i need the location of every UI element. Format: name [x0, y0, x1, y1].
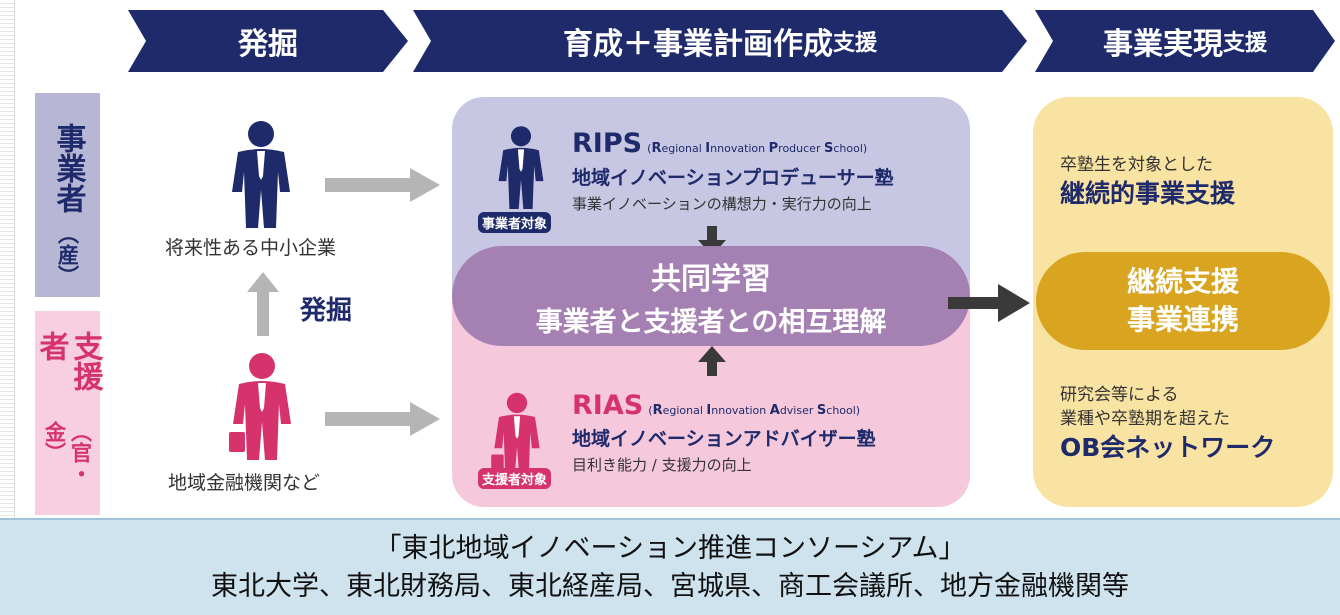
rips-japanese-name: 地域イノベーションプロデューサー塾: [572, 167, 894, 189]
rips-description: 事業イノベーションの構想力・実行力の向上: [572, 195, 872, 213]
right-bottom-heading: OB会ネットワーク: [1060, 433, 1276, 462]
side-label-support: 支援者 （官・金）: [33, 311, 103, 515]
rias-english: (Regional Innovation Adviser School): [648, 403, 861, 418]
rias-title: RIAS (Regional Innovation Adviser School…: [572, 390, 860, 421]
header-step-realization-suffix: 支援: [1222, 31, 1267, 56]
person-suit-bag-icon: [491, 392, 540, 477]
rias-description: 目利き能力 / 支援力の向上: [572, 456, 752, 474]
person-suit-icon: [232, 121, 290, 228]
header-step-training-suffix: 支援: [832, 31, 877, 56]
side-label-business-sub: （産）: [55, 223, 80, 286]
header-step-realization-label: 事業実現: [1102, 27, 1223, 62]
right-top-caption: 卒塾生を対象とした: [1060, 155, 1213, 175]
rips-acronym: RIPS: [572, 128, 643, 159]
person-suit-icon: [498, 126, 544, 210]
header-step-discovery: 発掘: [128, 10, 408, 72]
arrow-right-icon: [325, 402, 440, 436]
oval-line-2: 事業連携: [1126, 303, 1239, 336]
header-step-discovery-label: 発掘: [238, 27, 298, 62]
right-bottom-caption-1: 研究会等による: [1060, 385, 1179, 405]
joint-learning-pill: 共同学習 事業者と支援者との相互理解: [452, 246, 970, 346]
side-label-support-text: 支援者: [33, 331, 103, 391]
arrow-up-icon: [698, 346, 726, 376]
label-discovery: 発掘: [300, 296, 353, 326]
person-suit-bag-icon: [229, 353, 291, 460]
rips-target-tag: 事業者対象: [478, 212, 552, 233]
continuous-support-oval: 継続支援 事業連携: [1036, 252, 1330, 350]
label-business-person: 将来性ある中小企業: [165, 237, 337, 259]
ruler-strip: [0, 0, 15, 540]
consortium-footer: 「東北地域イノベーション推進コンソーシアム」 東北大学、東北財務局、東北経産局、…: [0, 518, 1340, 615]
rips-title: RIPS (Regional Innovation Producer Schoo…: [572, 128, 867, 159]
header-step-realization: 事業実現 支援: [1035, 10, 1335, 72]
consortium-members: 東北大学、東北財務局、東北経産局、宮城県、商工会議所、地方金融機関等: [211, 570, 1129, 602]
arrow-up-icon: [247, 272, 279, 336]
oval-line-1: 継続支援: [1126, 265, 1239, 298]
side-label-support-sub: （官・金）: [42, 421, 93, 485]
arrow-right-icon: [948, 284, 1030, 322]
joint-learning-title: 共同学習: [651, 261, 771, 297]
rias-target-tag: 支援者対象: [478, 468, 552, 489]
right-top-heading: 継続的事業支援: [1060, 179, 1236, 208]
arrow-right-icon: [325, 168, 440, 202]
header-step-training-label: 育成＋事業計画作成: [562, 27, 833, 62]
side-label-business: 事業者 （産）: [35, 93, 100, 297]
header-step-training: 育成＋事業計画作成 支援: [413, 10, 1027, 72]
rips-english: (Regional Innovation Producer School): [647, 141, 868, 156]
right-bottom-caption-2: 業種や卒塾期を超えた: [1060, 409, 1230, 429]
arrow-down-icon: [698, 226, 726, 256]
rias-japanese-name: 地域イノベーションアドバイザー塾: [572, 428, 876, 450]
joint-learning-subtitle: 事業者と支援者との相互理解: [535, 306, 887, 338]
consortium-name: 「東北地域イノベーション推進コンソーシアム」: [374, 532, 966, 564]
rias-acronym: RIAS: [572, 390, 644, 421]
label-support-person: 地域金融機関など: [168, 472, 321, 494]
side-label-business-text: 事業者: [50, 123, 86, 213]
